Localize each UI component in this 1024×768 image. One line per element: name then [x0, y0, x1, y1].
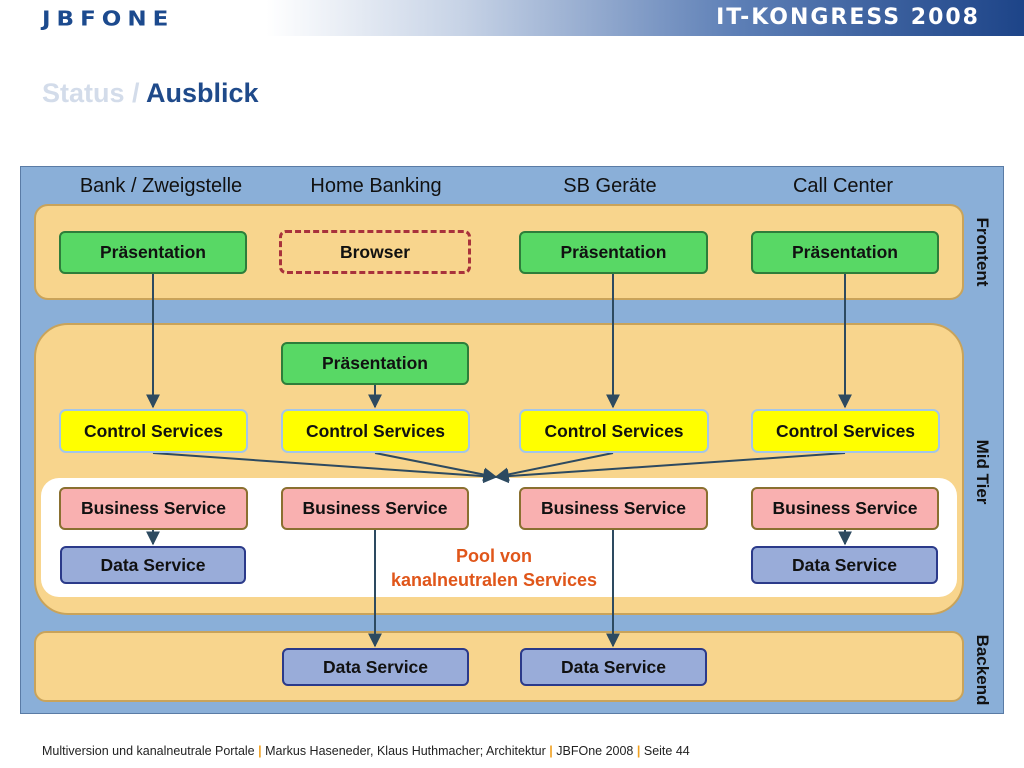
control-services-3: Control Services: [519, 409, 709, 453]
arrow-control-4-to-pool: [494, 452, 846, 484]
business-service-1: Business Service: [59, 487, 248, 530]
pool-label-line-2: kanalneutralen Services: [390, 570, 598, 590]
backend-tier-band: [34, 631, 964, 702]
control-services-2: Control Services: [281, 409, 470, 453]
data-service-backend-1: Data Service: [282, 648, 469, 686]
jbfone-logo: JBFONE: [42, 7, 175, 31]
business-service-2: Business Service: [281, 487, 469, 530]
title-ausblick: Ausblick: [146, 78, 259, 108]
arrow-control-1-to-pool: [152, 452, 498, 484]
footer-separator: |: [258, 744, 262, 758]
pool-label: Pool von kanalneutralen Services: [358, 544, 630, 592]
pool-label-line-1: Pool von: [456, 546, 532, 566]
data-service-backend-2: Data Service: [520, 648, 707, 686]
frontend-praesentation-callcenter: Präsentation: [751, 231, 939, 274]
arrow-control-3-to-pool: [494, 452, 614, 482]
slide-title: Status / Ausblick: [42, 78, 259, 109]
tier-label-midtier: Mid Tier: [973, 439, 992, 505]
frontend-browser: Browser: [279, 230, 471, 274]
footer-separator: |: [636, 744, 641, 758]
title-status: Status /: [42, 78, 140, 108]
channel-sb-geraete: SB Geräte: [563, 175, 657, 197]
footer-page-number: Seite 44: [643, 744, 690, 758]
footer: Multiversion und kanalneutrale Portale |…: [42, 744, 690, 758]
control-services-1: Control Services: [59, 409, 248, 453]
event-title: IT-KONGRESS 2008: [716, 5, 980, 30]
footer-event: JBFOne 2008: [556, 744, 634, 758]
frontend-praesentation-bank: Präsentation: [59, 231, 247, 274]
tier-label-backend: Backend: [973, 634, 992, 706]
frontend-praesentation-sb: Präsentation: [519, 231, 708, 274]
footer-authors: Markus Haseneder, Klaus Huthmacher; Arch…: [265, 744, 546, 758]
channel-home-banking: Home Banking: [310, 175, 442, 197]
business-service-4: Business Service: [751, 487, 939, 530]
business-service-3: Business Service: [519, 487, 708, 530]
footer-topic: Multiversion und kanalneutrale Portale: [42, 744, 255, 758]
data-service-mid-2: Data Service: [751, 546, 938, 584]
control-services-4: Control Services: [751, 409, 940, 453]
channel-bank-zweigstelle: Bank / Zweigstelle: [79, 175, 243, 197]
midtier-praesentation: Präsentation: [281, 342, 469, 385]
channel-call-center: Call Center: [792, 175, 894, 197]
tier-label-frontend: Frontent: [973, 217, 992, 287]
header-bar: JBFONE IT-KONGRESS 2008: [0, 0, 1024, 36]
footer-separator: |: [549, 744, 553, 758]
data-service-mid-1: Data Service: [60, 546, 246, 584]
arrow-control-2-to-pool: [374, 452, 498, 482]
